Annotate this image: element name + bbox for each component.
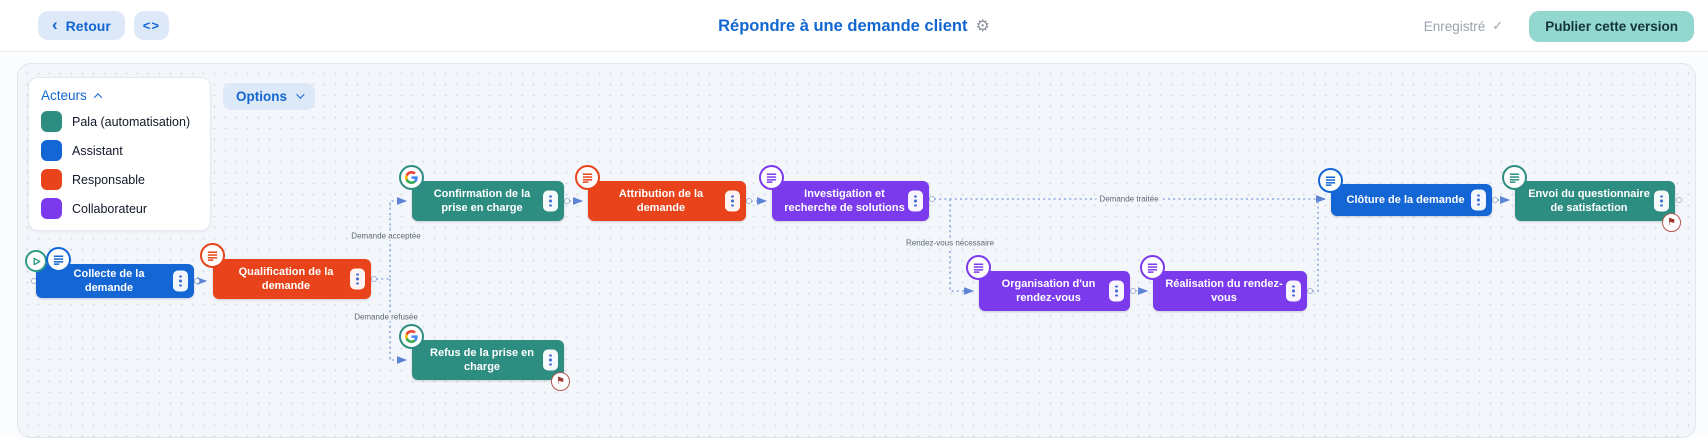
back-button[interactable]: ‹ Retour xyxy=(38,11,125,40)
actors-legend-title: Acteurs xyxy=(41,88,87,103)
play-icon xyxy=(25,250,47,272)
connector-port[interactable] xyxy=(929,196,935,202)
node-menu-kebab-icon[interactable] xyxy=(173,270,188,292)
check-icon: ✓ xyxy=(1492,18,1504,33)
node-label: Réalisation du rendez-vous xyxy=(1165,277,1283,304)
options-button-label: Options xyxy=(236,89,287,104)
node-menu-kebab-icon[interactable] xyxy=(908,190,923,212)
form-lines-icon xyxy=(966,255,991,280)
node-label: Organisation d'un rendez-vous xyxy=(1001,277,1096,304)
code-view-button[interactable]: <> xyxy=(133,11,169,40)
connector-port[interactable] xyxy=(746,198,752,204)
node-menu-kebab-icon[interactable] xyxy=(350,268,365,290)
settings-gear-icon[interactable]: ⚙ xyxy=(975,18,990,35)
form-lines-icon xyxy=(1318,168,1343,193)
node-menu-kebab-icon[interactable] xyxy=(543,349,558,371)
actor-color-swatch xyxy=(41,140,62,161)
legend-item-pala: Pala (automatisation) xyxy=(41,111,198,132)
workflow-node-investigation[interactable]: Investigation et recherche de solutions xyxy=(759,165,929,221)
workflow-node-realisation[interactable]: Réalisation du rendez-vous xyxy=(1140,255,1307,311)
save-status: Enregistré ✓ xyxy=(1424,18,1503,34)
node-label: Qualification de la demande xyxy=(238,265,334,292)
top-bar: ‹ Retour <> Répondre à une demande clien… xyxy=(0,0,1708,52)
connector-port[interactable] xyxy=(1492,197,1498,203)
workflow-node-attribution[interactable]: Attribution de la demande xyxy=(575,165,746,221)
actor-label: Responsable xyxy=(72,172,145,187)
legend-item-collaborateur: Collaborateur xyxy=(41,198,198,219)
publish-version-button[interactable]: Publier cette version xyxy=(1529,10,1694,42)
connector-port[interactable] xyxy=(194,278,200,284)
end-flag-icon: ⚑ xyxy=(551,372,570,391)
form-lines-icon xyxy=(759,165,784,190)
node-menu-kebab-icon[interactable] xyxy=(1286,280,1301,302)
connector-port[interactable] xyxy=(1130,288,1136,294)
edge-condition-label: Demande traitée xyxy=(1096,194,1162,204)
legend-item-assistant: Assistant xyxy=(41,140,198,161)
workflow-canvas[interactable] xyxy=(17,63,1696,438)
node-label: Attribution de la demande xyxy=(618,187,704,214)
node-menu-kebab-icon[interactable] xyxy=(725,190,740,212)
form-lines-icon xyxy=(1140,255,1165,280)
node-label: Envoi du questionnaire de satisfaction xyxy=(1528,187,1650,214)
end-flag-icon: ⚑ xyxy=(1662,213,1681,232)
node-label: Clôture de la demande xyxy=(1346,193,1465,206)
google-icon xyxy=(399,165,424,190)
form-lines-icon xyxy=(200,243,225,268)
workflow-node-qualification[interactable]: Qualification de la demande xyxy=(200,243,371,299)
node-menu-kebab-icon[interactable] xyxy=(1109,280,1124,302)
page-title: Répondre à une demande client xyxy=(718,16,968,35)
node-menu-kebab-icon[interactable] xyxy=(1654,190,1669,212)
node-label: Investigation et recherche de solutions xyxy=(784,187,905,214)
connector-port[interactable] xyxy=(371,276,377,282)
actor-label: Collaborateur xyxy=(72,201,148,216)
options-button[interactable]: Options xyxy=(223,83,315,110)
chevron-up-icon xyxy=(93,92,103,102)
edge-condition-label: Demande acceptée xyxy=(348,231,424,241)
workflow-node-organisation[interactable]: Organisation d'un rendez-vous xyxy=(966,255,1130,311)
workflow-node-cloture[interactable]: Clôture de la demande xyxy=(1318,168,1492,216)
actors-legend-header[interactable]: Acteurs xyxy=(41,88,198,103)
edge-condition-label: Demande refusée xyxy=(351,312,421,322)
form-lines-icon xyxy=(46,247,71,272)
workflow-node-refus[interactable]: Refus de la prise en charge ⚑ xyxy=(399,324,570,391)
workflow-node-confirmation[interactable]: Confirmation de la prise en charge xyxy=(399,165,564,221)
connector-port[interactable] xyxy=(1307,288,1313,294)
node-label: Confirmation de la prise en charge xyxy=(433,187,531,214)
node-menu-kebab-icon[interactable] xyxy=(543,190,558,212)
node-label: Refus de la prise en charge xyxy=(430,346,534,373)
chevron-left-icon: ‹ xyxy=(52,15,58,34)
legend-item-responsable: Responsable xyxy=(41,169,198,190)
actor-color-swatch xyxy=(41,169,62,190)
workflow-node-collecte[interactable]: Collecte de la demande xyxy=(25,247,194,298)
save-status-label: Enregistré xyxy=(1423,18,1486,34)
google-icon xyxy=(399,324,424,349)
form-lines-icon xyxy=(575,165,600,190)
actor-color-swatch xyxy=(41,198,62,219)
node-menu-kebab-icon[interactable] xyxy=(1471,189,1486,211)
actor-label: Pala (automatisation) xyxy=(72,114,191,129)
actor-label: Assistant xyxy=(72,143,123,158)
actor-color-swatch xyxy=(41,111,62,132)
connector-port[interactable] xyxy=(1676,197,1682,203)
chevron-down-icon xyxy=(296,89,305,99)
workflow-node-envoi[interactable]: Envoi du questionnaire de satisfaction ⚑ xyxy=(1502,165,1681,232)
form-lines-icon xyxy=(1502,165,1527,190)
node-label: Collecte de la demande xyxy=(73,267,145,294)
code-icon: <> xyxy=(142,18,160,33)
back-button-label: Retour xyxy=(65,17,111,34)
connector-port[interactable] xyxy=(564,198,570,204)
edge-condition-label: Rendez-vous nécessaire xyxy=(902,238,998,248)
